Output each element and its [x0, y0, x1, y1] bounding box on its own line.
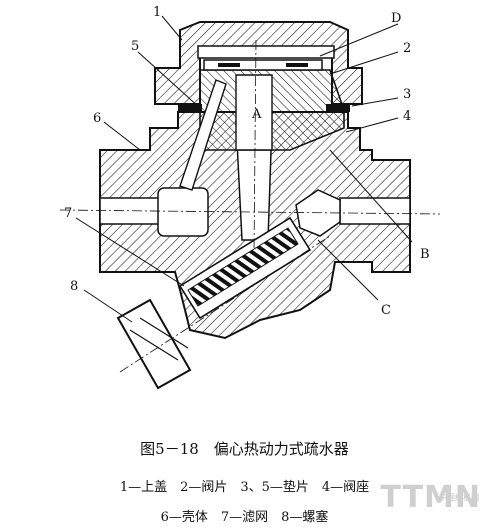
watermark-logo: TTMN [380, 480, 481, 515]
center-lines [59, 39, 441, 373]
label-4: 4 [403, 109, 411, 124]
label-A: A [251, 107, 262, 122]
valve-disc [203, 59, 323, 71]
top-cover [154, 21, 363, 105]
label-6: 6 [93, 111, 101, 126]
plug-screw [116, 298, 192, 390]
label-1: 1 [153, 5, 161, 20]
label-D: D [391, 11, 401, 26]
valve-section-drawing: 1 D 5 2 3 A 4 6 7 B 8 C [59, 5, 441, 390]
figure-title: 图5－18 偏心热动力式疏水器 [140, 440, 349, 458]
label-2: 2 [403, 41, 411, 56]
label-5: 5 [131, 39, 139, 54]
part-labels: 1 D 5 2 3 A 4 6 7 B 8 C [64, 5, 430, 318]
leader-lines [75, 15, 413, 323]
label-B: B [420, 247, 430, 262]
watermark-subtext: 中国纺机网 [439, 493, 479, 502]
gaskets [178, 104, 350, 112]
label-C: C [381, 303, 391, 318]
label-8: 8 [70, 279, 78, 294]
legend-line-1: 1—上盖 2—阀片 3、5—垫片 4—阀座 [119, 480, 370, 495]
strainer-screen [178, 216, 312, 320]
label-7: 7 [64, 206, 72, 221]
legend-line-2: 6—壳体 7—滤网 8—螺塞 [160, 510, 329, 525]
inclined-passage [179, 79, 227, 191]
label-3: 3 [403, 87, 411, 102]
